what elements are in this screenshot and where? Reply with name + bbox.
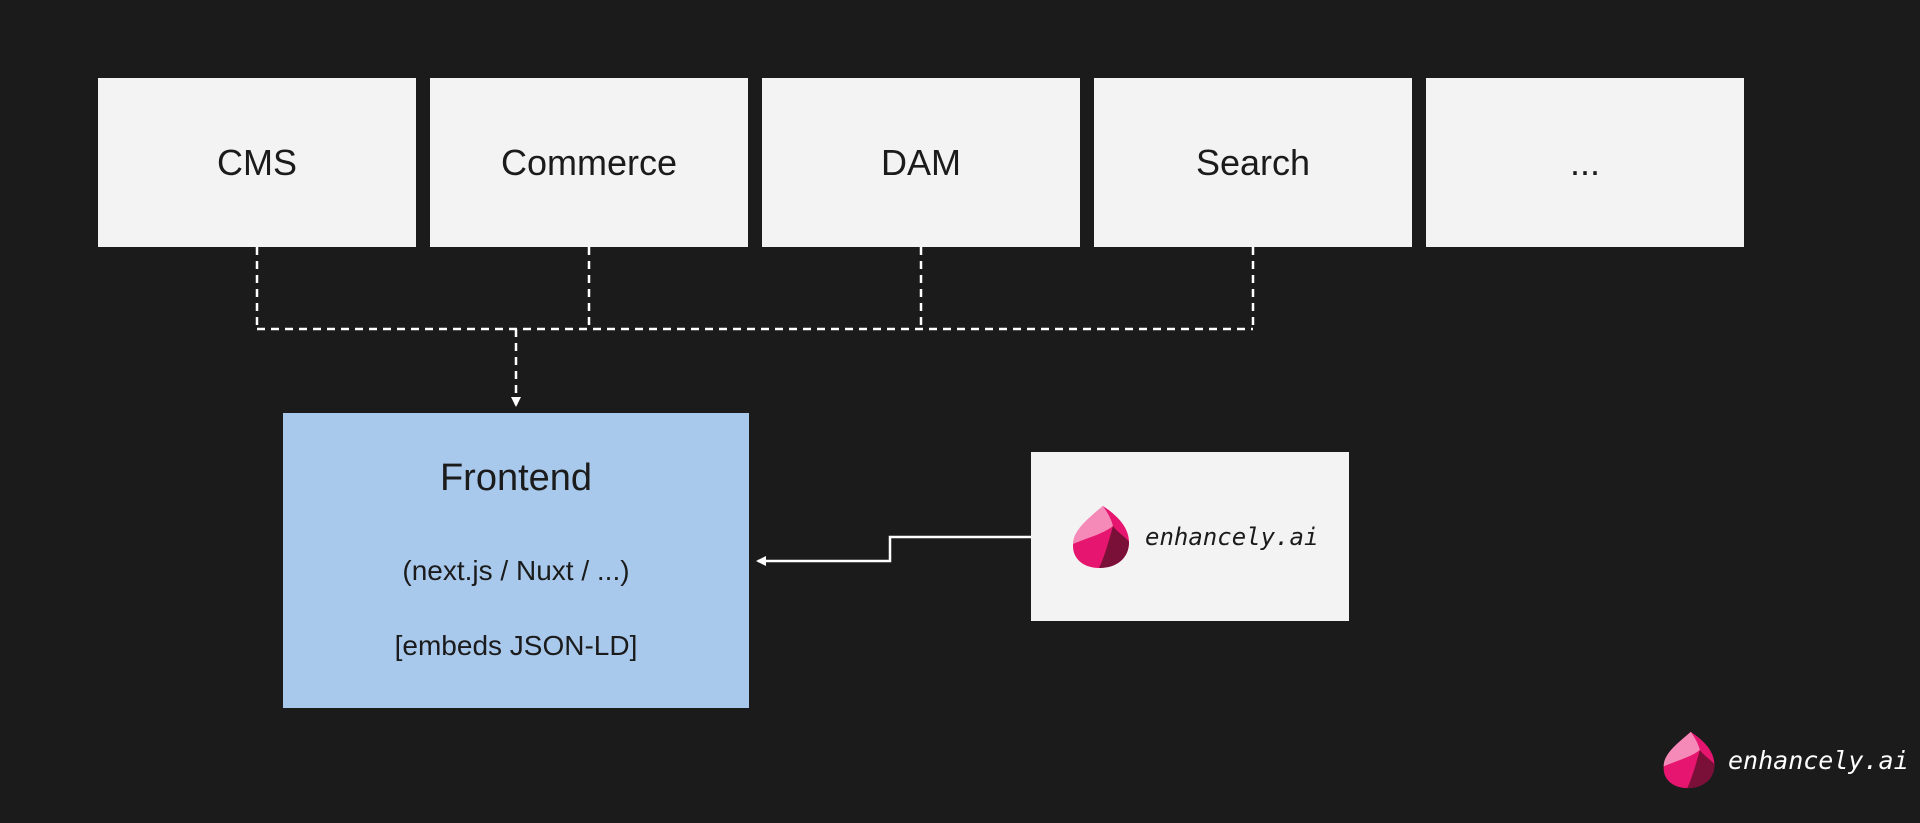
- enhancely-box: enhancely.ai: [1031, 452, 1349, 621]
- corner-logo-text: enhancely.ai: [1728, 745, 1909, 775]
- source-box-search: Search: [1094, 78, 1412, 247]
- source-box-cms: CMS: [98, 78, 416, 247]
- source-connectors: [255, 247, 1255, 407]
- drop-logo-icon: [1073, 505, 1129, 568]
- source-box-commerce: Commerce: [430, 78, 748, 247]
- source-label: Commerce: [500, 141, 678, 183]
- source-label: Search: [1195, 141, 1311, 183]
- frontend-title: Frontend: [439, 457, 593, 499]
- frontend-note: [embeds JSON-LD]: [394, 630, 638, 661]
- frontend-box: Frontend (next.js / Nuxt / ...) [embeds …: [283, 413, 749, 708]
- source-box-more: ...: [1426, 78, 1744, 247]
- source-label: ...: [1569, 141, 1600, 183]
- drop-logo-icon: [1663, 731, 1715, 789]
- source-label: CMS: [217, 141, 297, 183]
- enhancely-logo-text: enhancely.ai: [1145, 522, 1319, 551]
- frontend-frameworks: (next.js / Nuxt / ...): [402, 555, 630, 586]
- corner-logo: enhancely.ai: [1660, 730, 1909, 790]
- source-label: DAM: [881, 141, 961, 183]
- source-box-dam: DAM: [762, 78, 1080, 247]
- enhancely-to-frontend-connector: [756, 535, 1031, 566]
